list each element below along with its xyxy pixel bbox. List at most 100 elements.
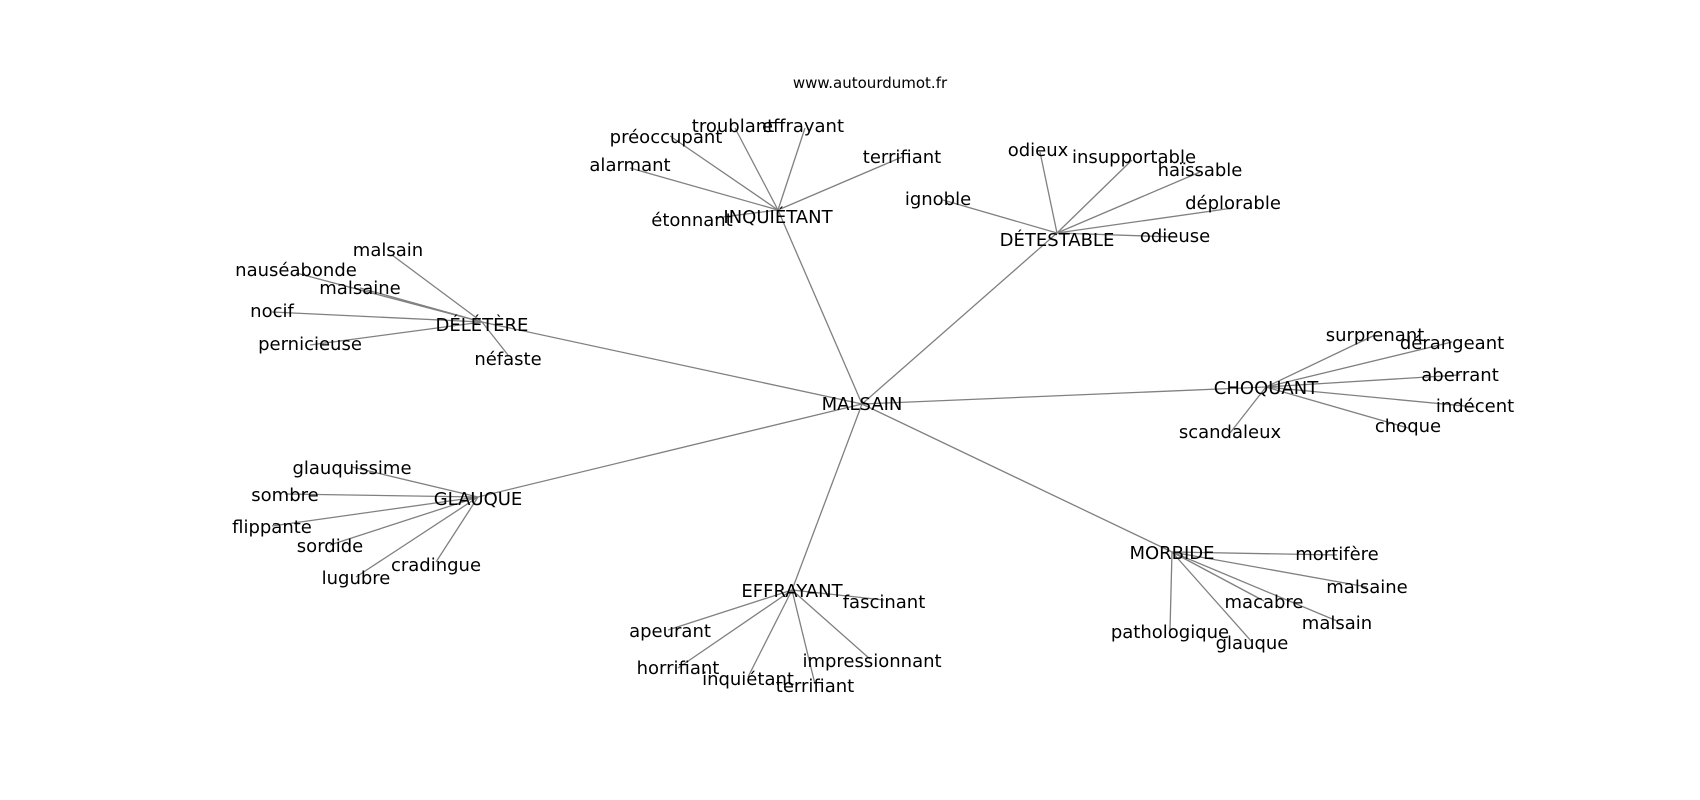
edge-cluster-to-word: [629, 167, 779, 211]
edge-cluster-to-word: [1169, 551, 1173, 631]
edge-cluster-to-word: [391, 254, 483, 323]
edge-cluster-to-word: [1056, 232, 1176, 238]
edge-cluster-to-word: [359, 287, 483, 323]
word-node-label: malsaine: [319, 278, 400, 299]
center-node-label: MALSAIN: [822, 394, 903, 415]
edge-cluster-to-word: [1265, 386, 1476, 408]
edge-cluster-to-word: [1265, 386, 1409, 429]
edge-cluster-to-word: [777, 127, 806, 211]
edge-cluster-to-word: [435, 496, 479, 563]
edge-cluster-to-word: [1039, 151, 1058, 234]
word-node-label: odieuse: [1140, 226, 1210, 247]
word-node-label: nauséabonde: [235, 260, 357, 281]
graph-edges: [271, 127, 1476, 685]
word-node-label: flippante: [232, 517, 312, 538]
word-node-label: terrifiant: [776, 676, 854, 697]
edge-center-to-cluster: [861, 232, 1058, 405]
edge-cluster-to-word: [1265, 334, 1376, 388]
edge-cluster-to-word: [1056, 159, 1133, 234]
edge-cluster-to-word: [667, 589, 793, 631]
edge-center-to-cluster: [791, 403, 863, 591]
word-node-label: alarmant: [589, 155, 670, 176]
word-node-label: apeurant: [629, 621, 711, 642]
word-node-label: déplorable: [1185, 193, 1281, 214]
word-node-label: ignoble: [905, 189, 971, 210]
word-node-label: insupportable: [1072, 147, 1196, 168]
edge-cluster-to-word: [777, 156, 903, 211]
word-node-label: troublant: [692, 116, 774, 137]
edge-cluster-to-word: [1171, 551, 1368, 588]
word-node-label: macabre: [1225, 592, 1304, 613]
edge-center-to-cluster: [777, 209, 863, 405]
word-node-label: malsaine: [1326, 577, 1407, 598]
cluster-node-label: INQUIÉTANT: [723, 206, 833, 228]
edge-cluster-to-word: [271, 496, 479, 527]
word-node-label: surprenant: [1326, 325, 1425, 346]
word-node-label: dérangeant: [1400, 333, 1504, 354]
cluster-node-label: DÉTESTABLE: [1000, 229, 1115, 251]
word-node-label: mortifère: [1295, 544, 1379, 565]
edge-cluster-to-word: [669, 135, 779, 211]
edge-cluster-to-word: [791, 589, 885, 601]
word-node-label: préoccupant: [610, 127, 723, 148]
word-node-label: malsain: [1302, 613, 1372, 634]
word-node-label: horrifiant: [637, 658, 720, 679]
word-node-label: effrayant: [762, 116, 844, 137]
edge-cluster-to-word: [1171, 551, 1265, 602]
word-node-label: pernicieuse: [258, 334, 362, 355]
edge-cluster-to-word: [1171, 551, 1253, 643]
edge-cluster-to-word: [747, 589, 793, 678]
word-node-label: néfaste: [474, 349, 541, 370]
word-node-label: sombre: [251, 485, 318, 506]
word-node-label: inquiétant: [702, 669, 794, 690]
word-node-label: étonnant: [651, 210, 732, 231]
word-node-label: nocif: [250, 301, 294, 322]
word-node-label: malsain: [353, 240, 423, 261]
edge-cluster-to-word: [309, 321, 483, 346]
word-node-label: fascinant: [843, 592, 926, 613]
cluster-node-label: CHOQUANT: [1214, 378, 1319, 399]
word-node-label: sordide: [297, 536, 363, 557]
edge-cluster-to-word: [284, 493, 479, 498]
word-node-label: impressionnant: [802, 651, 941, 672]
edge-cluster-to-word: [942, 199, 1058, 234]
edge-center-to-cluster: [481, 321, 863, 405]
word-node-label: scandaleux: [1179, 422, 1282, 443]
word-node-label: glauquissime: [292, 458, 411, 479]
cluster-node-label: GLAUQUE: [434, 489, 523, 510]
edge-cluster-to-word: [351, 466, 479, 498]
edge-cluster-to-word: [355, 496, 479, 578]
edge-cluster-to-word: [714, 209, 779, 219]
cluster-node-label: EFFRAYANT: [741, 581, 843, 602]
cluster-node-label: DÉLÉTÈRE: [436, 314, 529, 336]
cluster-node-label: MORBIDE: [1129, 543, 1214, 564]
edge-cluster-to-word: [1229, 386, 1267, 434]
edge-center-to-cluster: [477, 403, 863, 498]
word-node-label: terrifiant: [863, 147, 941, 168]
edge-cluster-to-word: [1056, 207, 1234, 234]
edge-cluster-to-word: [329, 496, 479, 546]
edge-cluster-to-word: [1171, 551, 1338, 622]
word-node-label: haïssable: [1158, 160, 1243, 181]
edge-cluster-to-word: [1265, 341, 1453, 388]
source-watermark: www.autourdumot.fr: [793, 74, 948, 92]
edge-cluster-to-word: [677, 589, 793, 669]
edge-cluster-to-word: [1056, 171, 1201, 234]
word-node-label: glauque: [1216, 633, 1289, 654]
word-node-label: cradingue: [391, 555, 481, 576]
edge-cluster-to-word: [734, 127, 779, 211]
edge-center-to-cluster: [861, 386, 1267, 405]
word-node-label: aberrant: [1421, 365, 1499, 386]
word-node-label: indécent: [1436, 396, 1514, 417]
edge-cluster-to-word: [271, 311, 483, 323]
edge-cluster-to-word: [481, 321, 509, 356]
word-node-label: lugubre: [322, 568, 391, 589]
word-node-label: odieux: [1008, 140, 1069, 161]
edge-center-to-cluster: [861, 403, 1173, 553]
word-node-label: choque: [1375, 416, 1441, 437]
edge-cluster-to-word: [1171, 551, 1338, 556]
edge-cluster-to-word: [791, 589, 871, 660]
edge-cluster-to-word: [791, 589, 816, 685]
